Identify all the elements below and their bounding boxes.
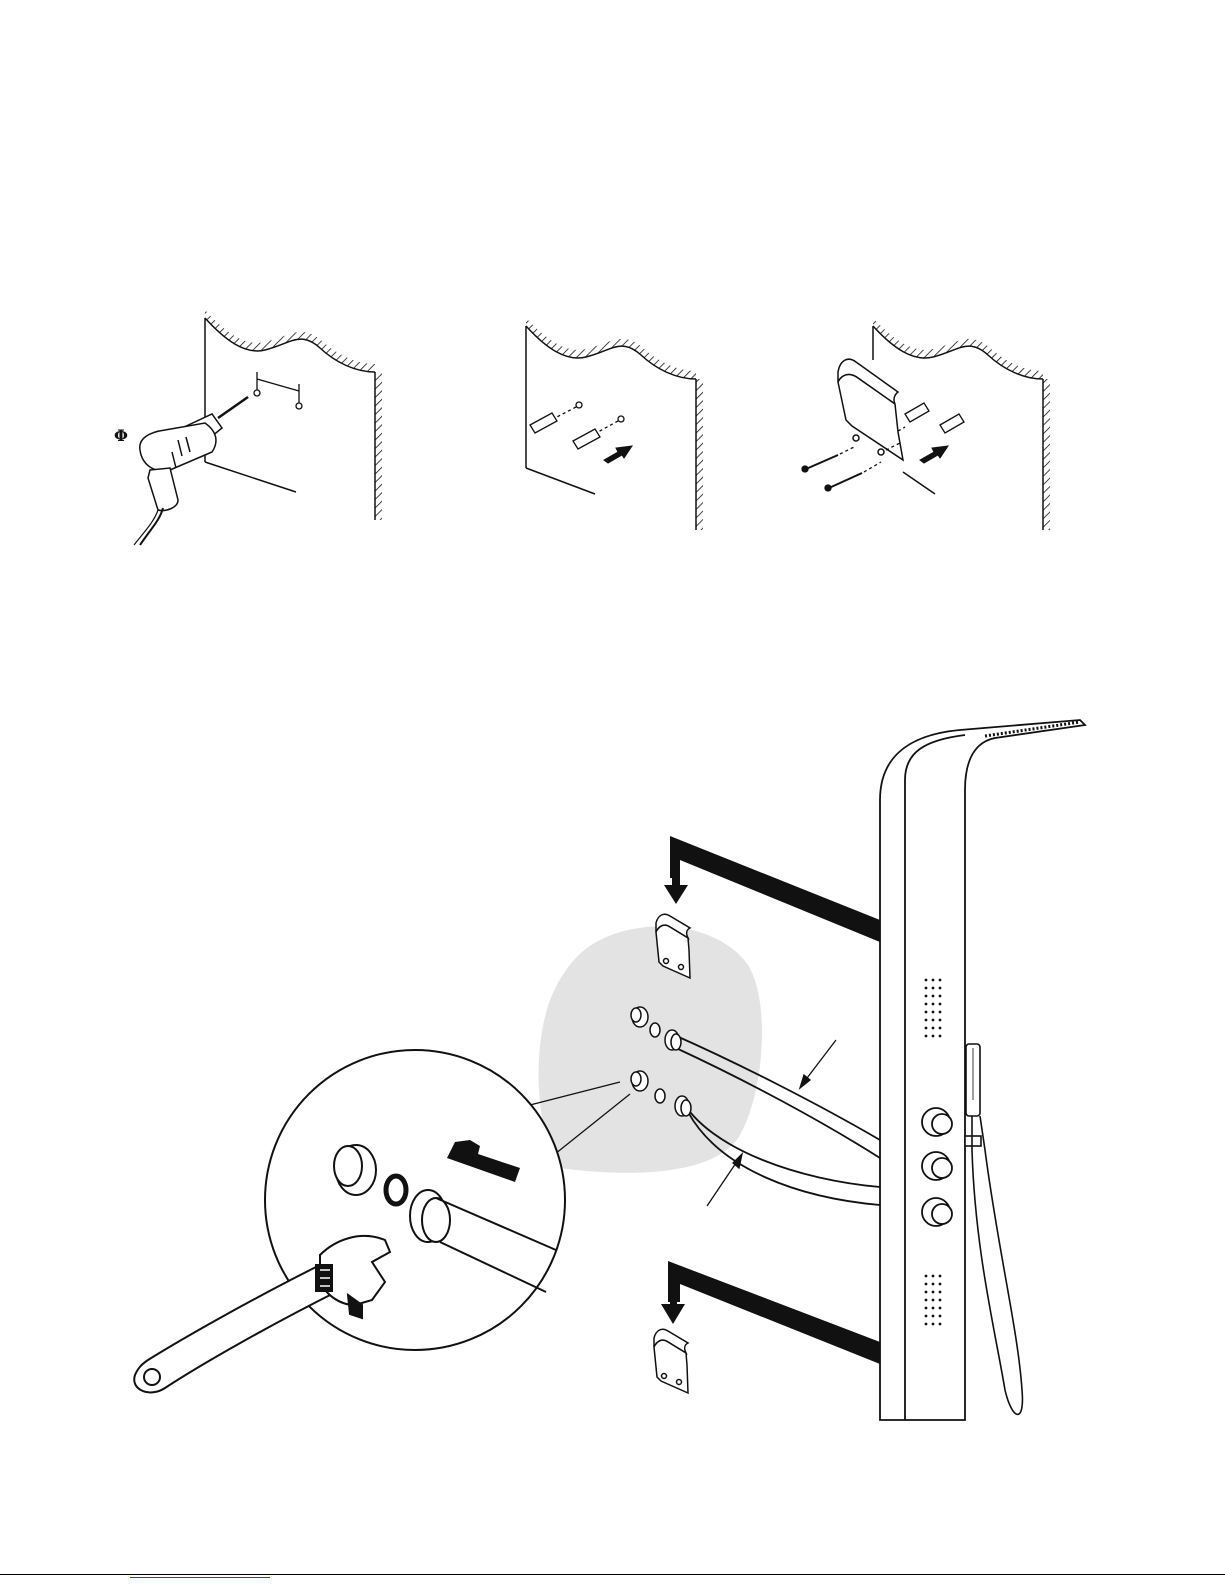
bracket-bottom-icon xyxy=(654,1329,688,1393)
step-2-insert-wall-plugs xyxy=(526,318,703,530)
mounting-bracket-icon xyxy=(838,359,903,460)
control-knobs xyxy=(922,1108,952,1226)
push-arrow-icon-3 xyxy=(920,446,948,463)
drill-holes-marks xyxy=(254,372,302,409)
hand-shower-icon xyxy=(965,1044,1022,1414)
step-3-fix-bracket xyxy=(802,318,1050,530)
bottom-alignment-bar xyxy=(668,1261,880,1364)
connection-highlight-area xyxy=(539,926,762,1172)
down-arrow-icon-2 xyxy=(661,1300,685,1324)
wall-corner-1 xyxy=(205,310,382,520)
step-1-drill-holes xyxy=(134,310,382,545)
main-mounting-illustration xyxy=(134,720,1085,1420)
adjustable-wrench-icon xyxy=(134,1236,390,1392)
wall-plug-icons xyxy=(530,402,624,449)
push-arrow-icon xyxy=(604,446,632,463)
top-alignment-bar xyxy=(670,836,880,942)
wall-plug-icons-3 xyxy=(905,403,964,433)
shower-panel-icon xyxy=(880,720,1085,1420)
footer-rule xyxy=(0,1574,1225,1575)
down-arrow-icon xyxy=(664,878,688,904)
footer-link-underline[interactable] xyxy=(130,1577,270,1578)
